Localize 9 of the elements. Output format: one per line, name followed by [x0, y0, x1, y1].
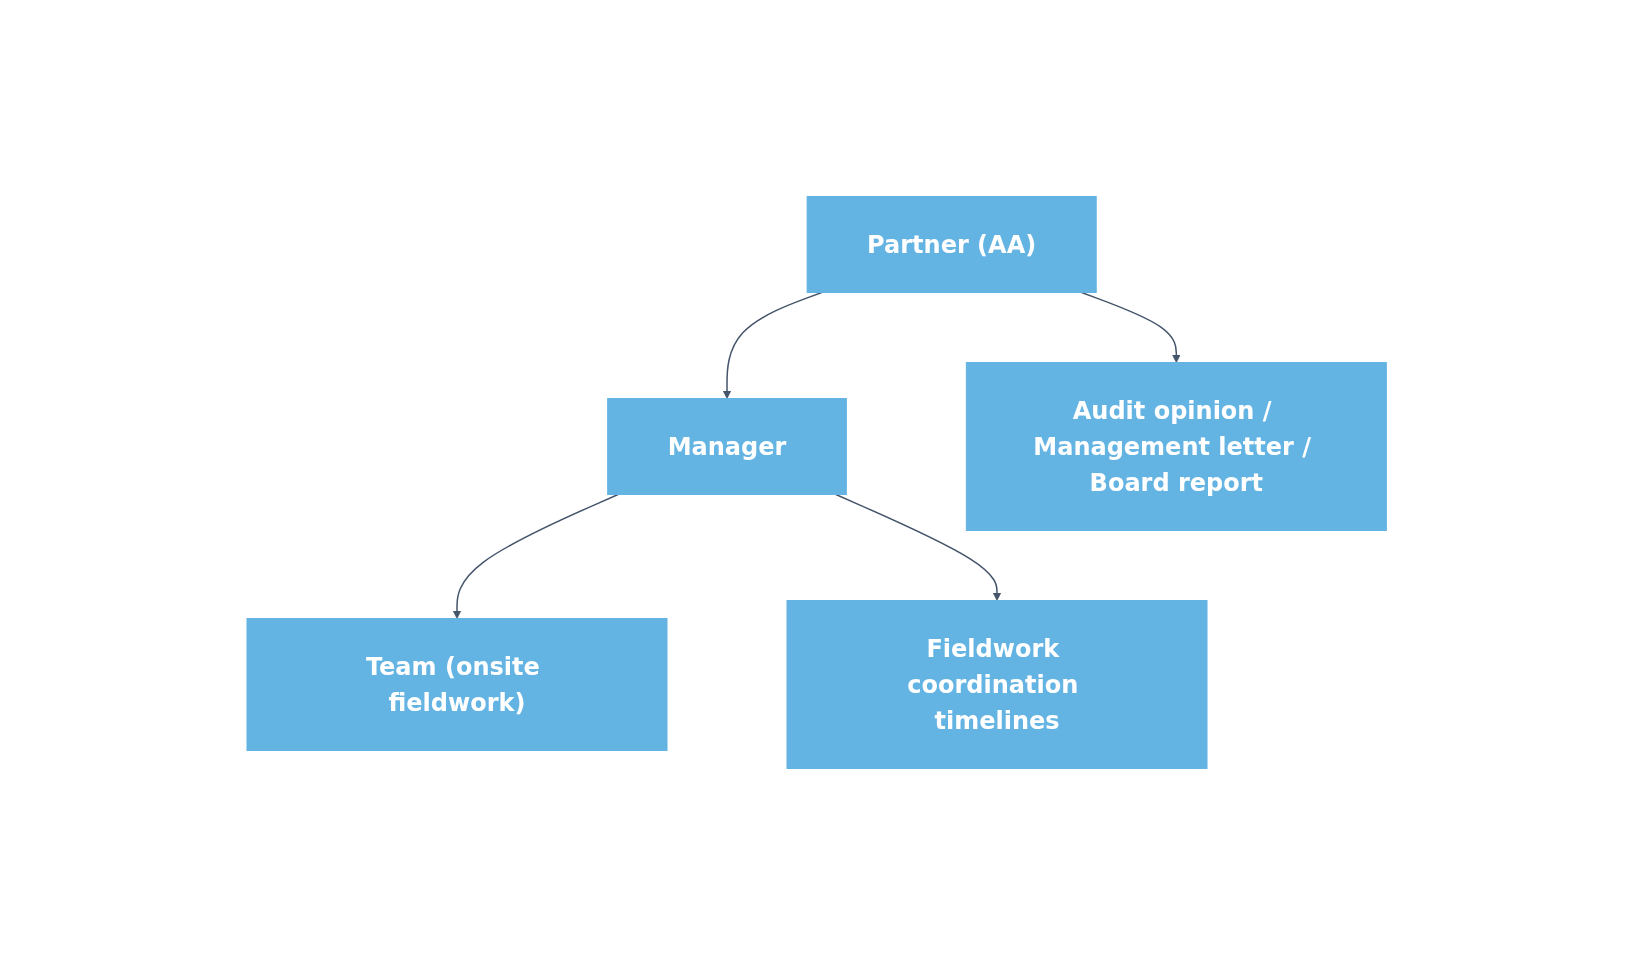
- arrow: [1080, 291, 1181, 363]
- node-box: Partner (AA): [806, 196, 1097, 293]
- node-box: Fieldwork coordination timelines: [786, 600, 1208, 769]
- arrow: [835, 493, 1002, 601]
- node-box: Team (onsite fieldwork): [246, 618, 668, 751]
- node-box: Audit opinion / Management letter / Board report: [965, 362, 1387, 531]
- node-box: Manager: [607, 398, 847, 495]
- arrow: [722, 291, 823, 399]
- arrow: [452, 493, 619, 619]
